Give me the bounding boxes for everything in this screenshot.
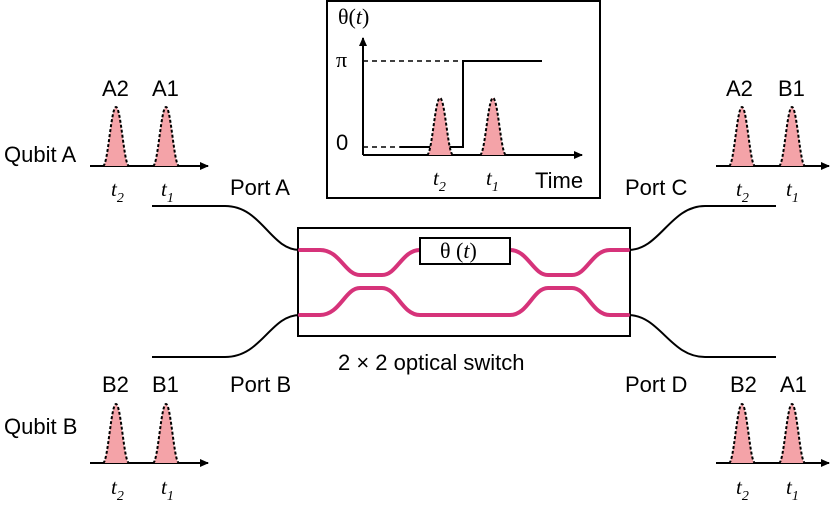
pulse-label-b2-out: B2 — [730, 372, 757, 397]
pulse-b1-in — [152, 402, 180, 464]
inset-tick-zero: 0 — [336, 130, 348, 155]
pulse-label-a1-in: A1 — [152, 76, 179, 101]
pulse-label-a2-in: A2 — [102, 76, 129, 101]
qubit-b-t2-label: t2 — [111, 475, 124, 504]
inset-pulse-t1 — [479, 96, 507, 156]
port-d-t2-label: t2 — [736, 475, 749, 504]
port-d-output: B2 A1 t2 t1 — [716, 372, 830, 504]
pulse-a2-out — [728, 105, 756, 167]
fiber-port-b — [152, 314, 301, 358]
phase-timing-inset: θ(t) π 0 t2 t1 Time — [326, 0, 601, 199]
qubit-b-input: Qubit B B2 B1 t2 t1 — [4, 372, 209, 504]
inset-t1-label: t1 — [486, 166, 499, 195]
pulse-b1-out — [778, 105, 806, 167]
inset-tick-pi: π — [336, 47, 347, 72]
qubit-b-label: Qubit B — [4, 414, 77, 439]
port-c-output: A2 B1 t2 t1 — [716, 76, 830, 206]
inset-pulse-t2 — [426, 96, 454, 156]
qubit-a-input: Qubit A A2 A1 t2 t1 — [4, 76, 209, 206]
pulse-label-b1-out: B1 — [778, 76, 805, 101]
inset-x-label: Time — [535, 168, 583, 193]
fiber-port-d — [627, 314, 776, 358]
inset-y-label: θ(t) — [338, 4, 369, 29]
port-c-t2-label: t2 — [736, 177, 749, 206]
switch-caption: 2 × 2 optical switch — [338, 350, 524, 375]
port-c-label: Port C — [625, 175, 687, 200]
pulse-label-a1-out: A1 — [780, 372, 807, 397]
phase-shifter-label: θ (t) — [440, 238, 477, 263]
port-c-t1-label: t1 — [786, 177, 799, 206]
port-a-label: Port A — [230, 175, 290, 200]
pulse-label-b2-in: B2 — [102, 372, 129, 397]
qubit-b-t1-label: t1 — [161, 475, 174, 504]
qubit-a-t1-label: t1 — [161, 177, 174, 206]
port-d-label: Port D — [625, 372, 687, 397]
pulse-label-a2-out: A2 — [726, 76, 753, 101]
waveguide-lower — [298, 286, 630, 317]
fiber-port-c — [627, 205, 776, 251]
port-b-label: Port B — [230, 372, 291, 397]
pulse-a1-out — [778, 402, 806, 464]
pulse-label-b1-in: B1 — [152, 372, 179, 397]
port-d-t1-label: t1 — [786, 475, 799, 504]
optical-switch: θ (t) 2 × 2 optical switch — [297, 227, 631, 375]
pulse-a1-in — [152, 105, 180, 167]
qubit-a-label: Qubit A — [4, 142, 76, 167]
pulse-b2-out — [728, 402, 756, 464]
fiber-port-a — [152, 205, 301, 251]
inset-t2-label: t2 — [433, 166, 446, 195]
pulse-b2-in — [102, 402, 130, 464]
pulse-a2-in — [102, 105, 130, 167]
qubit-a-t2-label: t2 — [111, 177, 124, 206]
phase-shifter — [419, 237, 511, 265]
